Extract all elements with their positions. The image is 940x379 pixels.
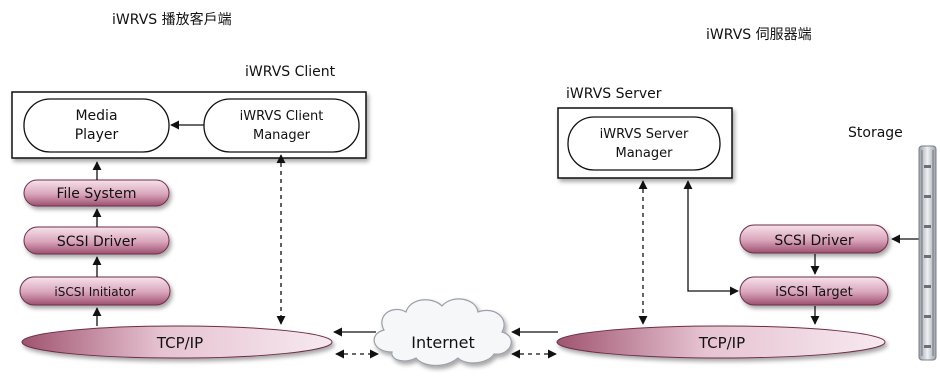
server-tcpip-label: TCP/IP: [698, 334, 745, 352]
client-tcpip-ellipse: [21, 325, 333, 359]
storage-label: Storage: [848, 125, 903, 141]
client-manager-label-line1: iWRVS Client: [240, 109, 324, 124]
storage-rack-icon: [918, 145, 937, 361]
media-player-box: [23, 98, 170, 153]
internet-cloud-icon: [373, 298, 512, 367]
client-scsi-driver-label: SCSI Driver: [57, 234, 136, 250]
server-scsi-driver-pill: [739, 224, 889, 254]
media-player-label-line2: Player: [75, 127, 119, 143]
server-title: iWRVS Server: [566, 86, 662, 102]
internet-label: Internet: [411, 333, 475, 352]
server-manager-box: [567, 116, 721, 171]
server-manager-label-line1: iWRVS Server: [600, 127, 689, 142]
server-scsi-driver-label: SCSI Driver: [774, 233, 853, 249]
client-manager-box: [203, 98, 360, 153]
client-side-heading: iWRVS 播放客戶端: [112, 11, 232, 28]
media-player-label-line1: Media: [75, 108, 117, 124]
file-system-label: File System: [56, 186, 136, 202]
iscsi-initiator-label: iSCSI Initiator: [54, 285, 135, 299]
iscsi-target-pill: [739, 276, 889, 306]
client-manager-label-line2: Manager: [253, 128, 311, 143]
server-manager-label-line2: Manager: [616, 146, 674, 161]
client-tcpip-label: TCP/IP: [156, 334, 203, 352]
iscsi-initiator-pill: [19, 276, 171, 306]
server-tcpip-ellipse: [556, 325, 886, 359]
server-manager-target-arrow: [683, 180, 739, 296]
iscsi-target-label: iSCSI Target: [775, 285, 852, 300]
client-title: iWRVS Client: [245, 64, 336, 80]
server-side-heading: iWRVS 伺服器端: [706, 27, 812, 43]
